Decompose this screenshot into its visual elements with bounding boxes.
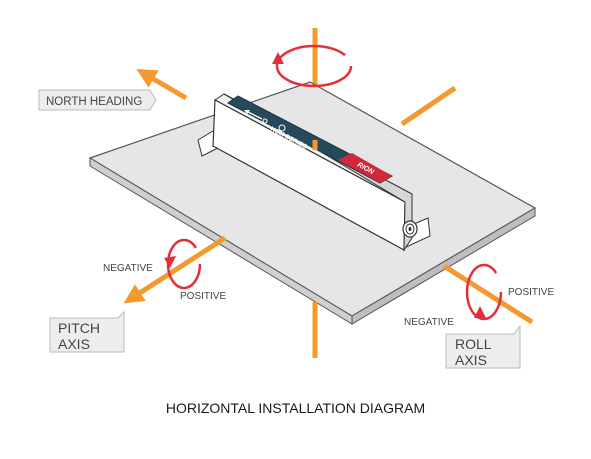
north-axis-arrow [136, 68, 188, 101]
roll-positive-label: POSITIVE [508, 287, 554, 298]
connector-icon [402, 220, 418, 238]
roll-rotation-icon [465, 263, 503, 321]
pitch-positive-label: POSITIVE [180, 291, 226, 302]
module-axis-glyph [244, 110, 286, 132]
pitch-axis-text-2: AXIS [58, 336, 90, 352]
roll-axis-back [400, 85, 457, 127]
pitch-axis-text-1: PITCH [58, 320, 100, 336]
north-heading-label: NORTH HEADING [38, 89, 157, 111]
pitch-axis-arrow [123, 235, 227, 304]
pitch-rotation-icon [164, 238, 202, 290]
roll-axis-text-2: AXIS [455, 352, 487, 368]
roll-axis-text-1: ROLL [455, 336, 492, 352]
north-heading-text: NORTH HEADING [46, 96, 142, 108]
roll-axis-label: ROLL AXIS [445, 324, 521, 369]
module-logo-band [338, 153, 392, 183]
roll-axis-front [442, 263, 534, 325]
diagram-caption: HORIZONTAL INSTALLATION DIAGRAM [165, 400, 426, 416]
yaw-rotation-icon [272, 44, 353, 88]
roll-negative-label: NEGATIVE [404, 317, 454, 328]
pitch-axis-label: PITCH AXIS [49, 310, 125, 353]
pitch-negative-label: NEGATIVE [103, 263, 153, 274]
